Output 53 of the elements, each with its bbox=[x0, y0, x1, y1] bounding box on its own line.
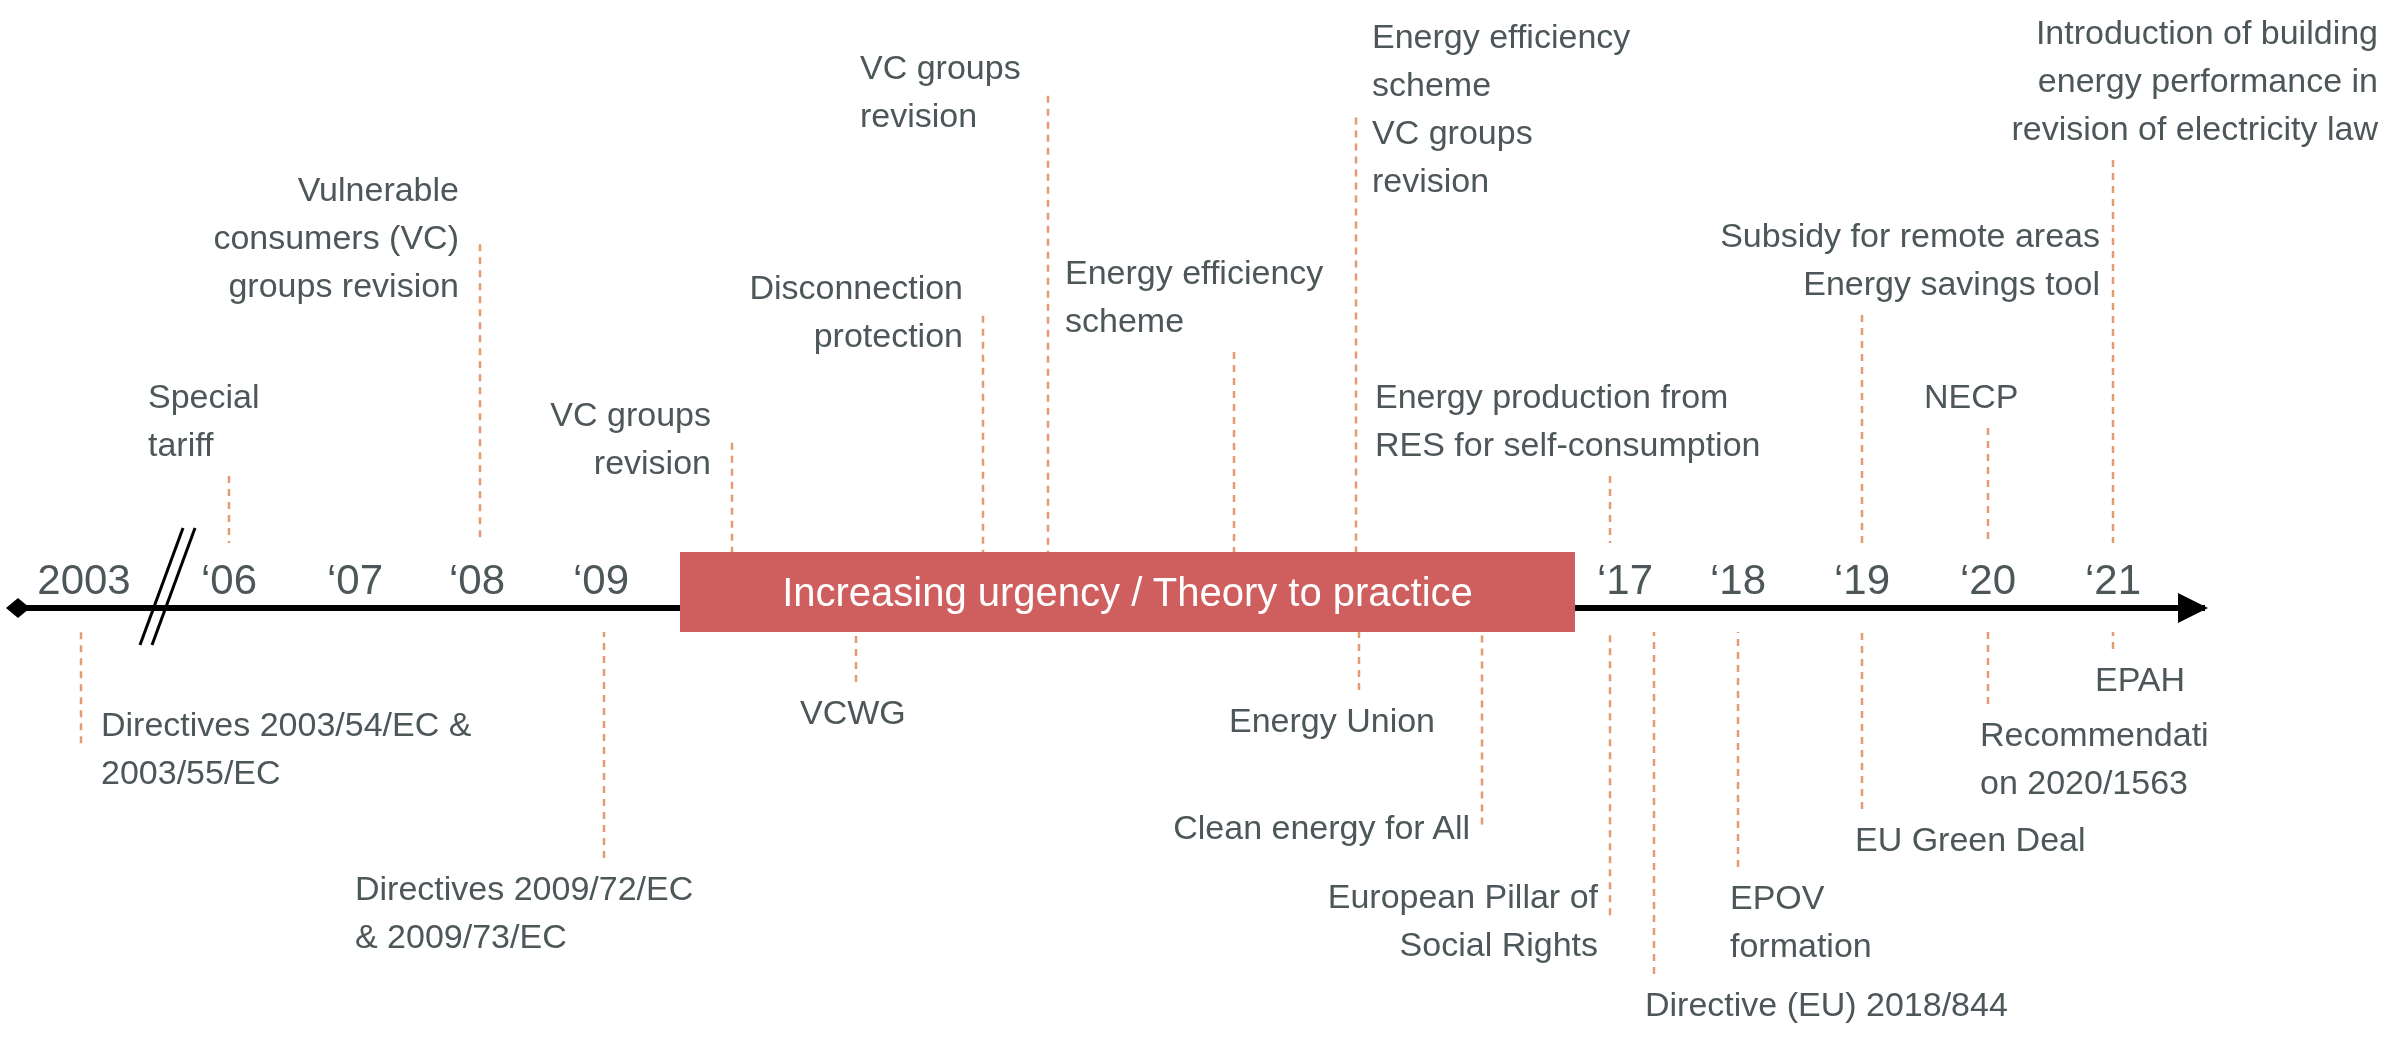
leader-line bbox=[1860, 632, 1864, 809]
event-label: European Pillar of Social Rights bbox=[1327, 872, 1598, 968]
event-label: VCWG bbox=[800, 688, 906, 736]
event-label: Recommendati on 2020/1563 bbox=[1980, 710, 2209, 806]
event-label: EU Green Deal bbox=[1855, 815, 2086, 863]
leader-line bbox=[1608, 476, 1612, 543]
leader-line bbox=[2111, 632, 2115, 649]
leader-line bbox=[602, 632, 606, 858]
event-label: Energy efficiency scheme bbox=[1372, 16, 1631, 105]
event-label: Vulnerable consumers (VC) groups revision bbox=[213, 165, 459, 309]
event-label: Energy efficiency scheme bbox=[1065, 248, 1324, 344]
event-label: EPOV formation bbox=[1730, 873, 1872, 969]
event-label: VC groups revision bbox=[1372, 112, 1534, 201]
event-label: Energy production from RES for self-consumption bbox=[1375, 372, 1761, 468]
event-label: Directives 2009/72/EC & 2009/73/EC bbox=[355, 864, 694, 960]
year-label: ‘18 bbox=[1709, 556, 1767, 604]
leader-line bbox=[981, 315, 985, 552]
year-label: ‘08 bbox=[448, 556, 506, 604]
event-label: Clean energy for All bbox=[1173, 803, 1470, 851]
year-label: ‘07 bbox=[326, 556, 384, 604]
leader-line bbox=[1986, 632, 1990, 704]
event-label: Disconnection protection bbox=[749, 263, 963, 359]
leader-line bbox=[79, 632, 83, 744]
event-label: Subsidy for remote areas bbox=[1720, 215, 2100, 256]
event-label: Directives 2003/54/EC & 2003/55/EC bbox=[101, 700, 472, 796]
leader-line bbox=[1860, 315, 1864, 543]
year-label: ‘19 bbox=[1833, 556, 1891, 604]
leader-line bbox=[1357, 632, 1361, 690]
event-label: EPAH bbox=[2095, 655, 2186, 703]
event-label: Directive (EU) 2018/844 bbox=[1645, 980, 2008, 1028]
leader-line bbox=[1608, 632, 1612, 916]
leader-line bbox=[227, 476, 231, 543]
leader-line bbox=[2111, 160, 2115, 543]
leader-line bbox=[1736, 632, 1740, 867]
leader-line bbox=[730, 442, 734, 552]
event-label: Special tariff bbox=[148, 372, 260, 468]
leader-line bbox=[1354, 117, 1358, 552]
year-label: ‘21 bbox=[2084, 556, 2142, 604]
event-label: VC groups revision bbox=[550, 390, 711, 486]
year-label: ‘20 bbox=[1959, 556, 2017, 604]
year-label: ‘09 bbox=[572, 556, 630, 604]
year-label: ‘06 bbox=[200, 556, 258, 604]
banner: Increasing urgency / Theory to practice bbox=[680, 552, 1575, 632]
event-label: NECP bbox=[1924, 372, 2019, 420]
year-label: 2003 bbox=[37, 556, 131, 604]
year-label: ‘17 bbox=[1596, 556, 1654, 604]
event-label: Energy Union bbox=[1229, 696, 1435, 744]
event-label: Introduction of building energy performance in revision of electricity law bbox=[2011, 8, 2378, 152]
leader-line bbox=[1046, 95, 1050, 552]
leader-line bbox=[1232, 352, 1236, 552]
leader-line bbox=[1652, 632, 1656, 974]
event-label: VC groups revision bbox=[860, 43, 1021, 139]
event-label: Energy savings tool bbox=[1802, 263, 2100, 304]
